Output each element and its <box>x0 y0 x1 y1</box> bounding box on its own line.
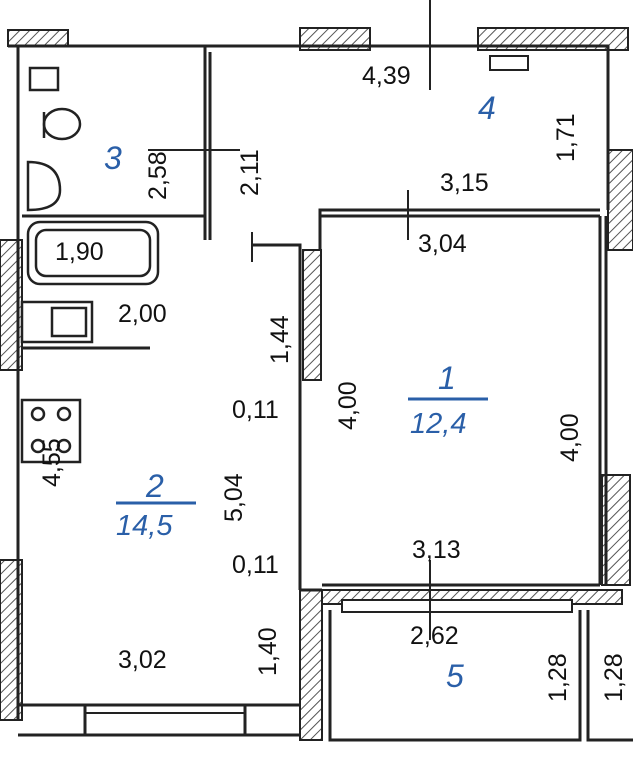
dim-room1-bottom: 3,13 <box>412 536 461 564</box>
dim-room1-left: 4,00 <box>334 381 362 430</box>
room-2-number: 2 <box>146 468 164 504</box>
dim-kitchen-low: 1,40 <box>254 627 282 676</box>
dim-balcony-height-left: 1,28 <box>544 653 572 702</box>
wall-top-hatch-left <box>7 29 69 47</box>
window-kitchen <box>83 703 247 737</box>
dim-gap-top: 0,11 <box>232 396 279 424</box>
dim-hall-mid: 3,15 <box>440 169 489 197</box>
room-1-area: 12,4 <box>410 408 467 440</box>
room-4-number: 4 <box>478 90 496 126</box>
dim-hall-left: 2,11 <box>236 149 264 196</box>
room-1-number: 1 <box>438 360 456 396</box>
dim-kitchen-height: 5,04 <box>220 473 248 522</box>
dim-room1-top: 3,04 <box>418 230 467 258</box>
dim-kitchen-door: 1,44 <box>266 315 294 364</box>
room-2-area: 14,5 <box>116 510 173 542</box>
dim-balcony-width: 2,62 <box>410 622 459 650</box>
dim-room1-right: 4,00 <box>556 413 584 462</box>
wall-right-hatch-top <box>607 149 633 251</box>
wall-partition-hatch <box>302 249 322 381</box>
dimension-lines <box>116 0 488 640</box>
dim-gap-bottom: 0,11 <box>232 551 279 579</box>
dim-bath-width: 2,58 <box>144 151 172 200</box>
dim-bathtub: 1,90 <box>55 238 104 266</box>
dim-kitchen-bottom: 3,02 <box>118 646 167 674</box>
dim-hall-top: 4,39 <box>362 62 411 90</box>
bath-fixtures <box>26 66 160 286</box>
window-balcony-sill <box>341 599 573 613</box>
walls <box>8 44 633 742</box>
wall-partition-hatch-lower <box>299 589 323 741</box>
top-vent <box>489 55 529 71</box>
kitchen-fixtures <box>20 300 94 464</box>
dim-hall-right: 1,71 <box>552 113 580 162</box>
room-3-number: 3 <box>104 140 122 176</box>
dim-kitchen-top: 2,00 <box>118 300 167 328</box>
dim-balcony-height-right: 1,28 <box>600 653 628 702</box>
dim-kitchen-left: 4,55 <box>38 438 66 487</box>
room-5-number: 5 <box>446 658 464 694</box>
